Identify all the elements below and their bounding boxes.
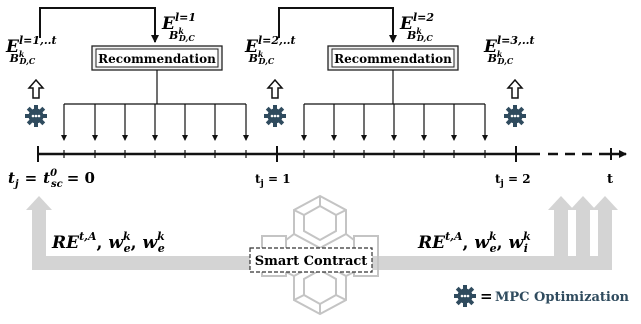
legend-label: MPC Optimization [495,290,630,305]
timeline-label-2: tj = 2 [495,172,531,189]
gear-icon [504,105,526,127]
timeline-label-1: tj = 1 [255,172,291,189]
legend-gear-icon [454,285,476,307]
timeline-label-end: t [607,172,613,187]
gear-icon [25,105,47,127]
gear-icon [264,105,286,127]
smart-contract-label: Smart Contract [255,254,368,269]
svg-text:tj = 1: tj = 1 [255,172,291,189]
hollow-up-arrow-icon [507,79,523,99]
recommendation-label-2: Recommendation [334,52,452,66]
recommendation-label-1: Recommendation [98,52,216,66]
recommendation-fanout-1 [61,70,249,141]
feedback-loop-1 [39,7,159,43]
recommendation-box-2: Recommendation [327,45,459,71]
legend: = MPC Optimization [454,285,630,307]
recommendation-fanout-2 [301,70,488,141]
hollow-up-arrow-icon [28,79,44,99]
svg-text:tj = 2: tj = 2 [495,172,531,189]
timeline-axis [37,146,627,162]
smart-contract-box: Smart Contract [249,247,373,273]
feedback-loop-2 [278,7,397,43]
legend-equals: = [480,287,493,305]
gray-flow-pipes [26,196,618,270]
recommendation-box-1: Recommendation [91,45,223,71]
hollow-up-arrow-icon [267,79,283,99]
